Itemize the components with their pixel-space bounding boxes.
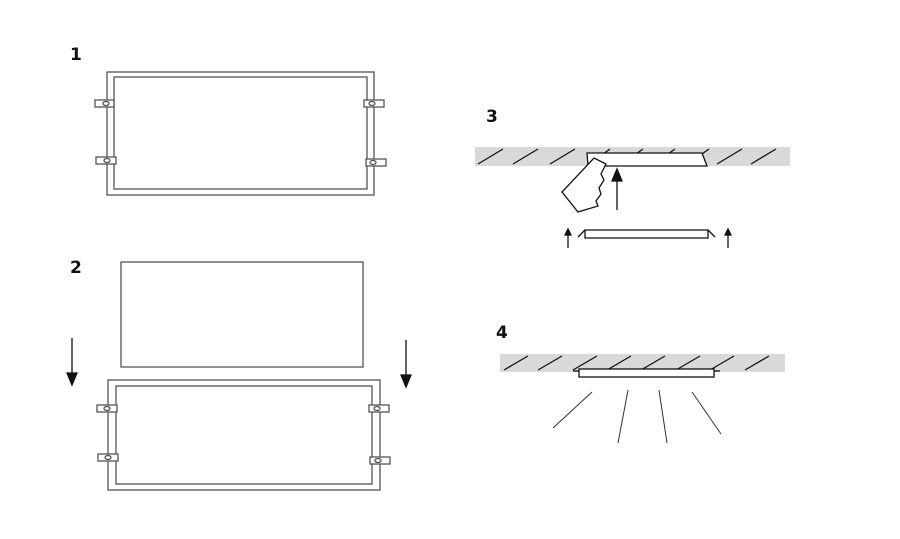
led-panel <box>584 229 709 239</box>
light-rays <box>552 389 722 444</box>
step-label: 3 <box>486 107 498 127</box>
saw-icon <box>561 157 607 213</box>
installed-panel <box>578 368 715 378</box>
led-panel <box>120 261 364 368</box>
step-label: 1 <box>70 45 82 65</box>
step-label: 4 <box>496 323 508 343</box>
step-2 <box>66 261 412 491</box>
step-label: 2 <box>70 258 82 278</box>
step-3 <box>475 147 790 248</box>
arrow-down-icon <box>66 338 412 389</box>
step-4 <box>500 354 785 444</box>
step-1-frame <box>94 71 387 196</box>
arrow-up-icon <box>563 167 733 248</box>
ceiling-cutout <box>586 152 708 167</box>
mounting-tab <box>94 99 387 167</box>
